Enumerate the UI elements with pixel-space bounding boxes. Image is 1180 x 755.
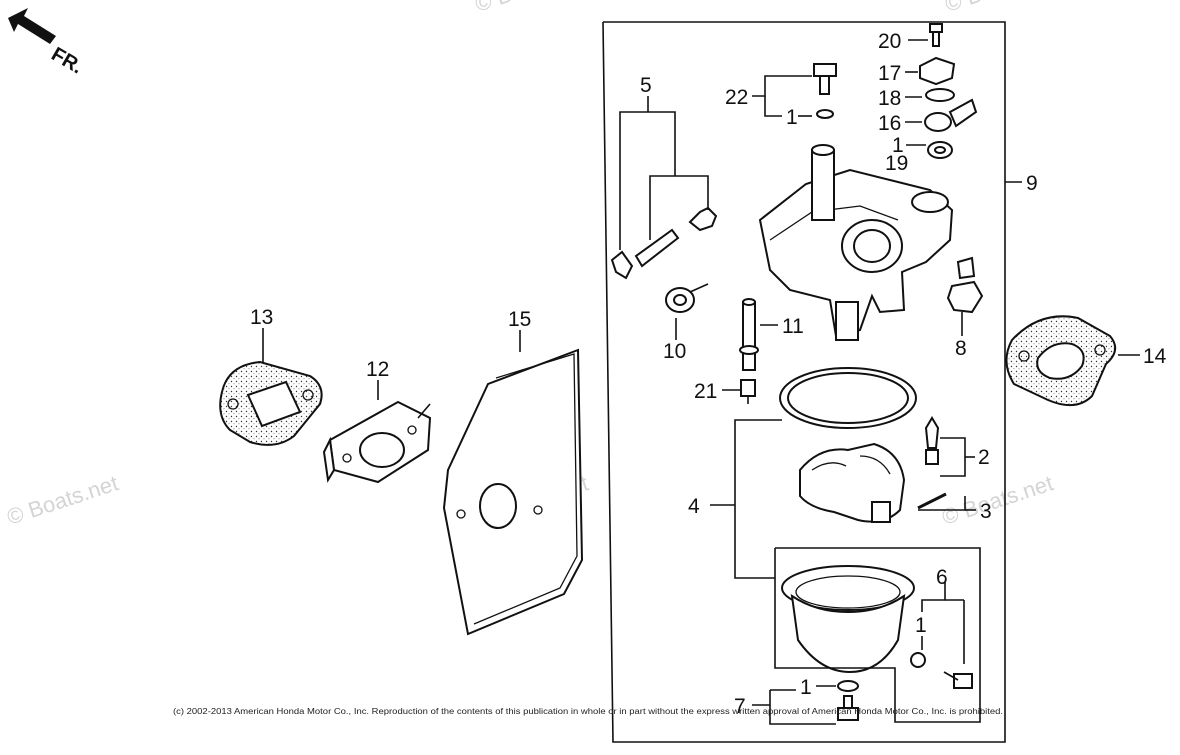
callout-20: 20 — [878, 30, 901, 53]
part-1-washer-top — [816, 109, 834, 119]
part-1-washer-side — [910, 652, 926, 668]
callout-labels: 5 22 1 20 17 18 16 1 19 9 13 15 11 8 14 … — [250, 30, 1167, 718]
callout-10: 10 — [663, 340, 686, 363]
part-7-drain-bolt — [837, 695, 859, 721]
callout-1-side: 1 — [915, 614, 927, 637]
leader-lines — [262, 39, 1140, 725]
callout-18: 18 — [878, 87, 901, 110]
callout-14: 14 — [1143, 345, 1167, 368]
callout-13: 13 — [250, 306, 273, 329]
part-13-gasket — [219, 360, 323, 446]
part-20-screw — [929, 23, 943, 47]
part-8-tab — [946, 256, 984, 322]
callout-21: 21 — [694, 380, 717, 403]
part-16-lever — [924, 98, 978, 132]
callout-19: 19 — [885, 152, 908, 175]
callout-1-top: 1 — [786, 106, 798, 129]
part-3-float-pin — [917, 492, 947, 510]
callout-7: 7 — [734, 695, 746, 718]
float — [799, 442, 906, 523]
callout-22: 22 — [725, 86, 748, 109]
callout-3: 3 — [980, 500, 992, 523]
callout-2: 2 — [978, 446, 990, 469]
callout-5: 5 — [640, 74, 652, 97]
callout-6: 6 — [936, 566, 948, 589]
part-15-plate — [442, 348, 584, 636]
callout-4: 4 — [688, 495, 700, 518]
callout-16: 16 — [878, 112, 901, 135]
front-direction-indicator: FR. — [8, 8, 86, 78]
float-chamber-gasket — [779, 367, 917, 429]
part-17-plate — [919, 56, 956, 86]
part-6-bolt — [943, 671, 973, 689]
callout-8: 8 — [955, 337, 967, 360]
front-arrow-icon — [8, 8, 56, 44]
front-label: FR. — [48, 43, 87, 78]
callout-15: 15 — [508, 308, 531, 331]
part-12-insulator — [322, 400, 432, 484]
carburetor-body — [758, 144, 954, 341]
part-10-screw — [665, 283, 709, 313]
callout-11: 11 — [782, 315, 804, 338]
part-18-seal — [925, 88, 955, 102]
copyright-notice: (c) 2002-2013 American Honda Motor Co., … — [173, 706, 1003, 716]
watermark-top-right: © Boats.net — [942, 0, 1059, 17]
part-5-pilot-screw — [610, 206, 718, 280]
callout-17: 17 — [878, 62, 901, 85]
watermark-right: © Boats.net — [939, 470, 1056, 529]
part-1-washer-bottom — [837, 680, 859, 692]
callout-1-bottom: 1 — [800, 676, 812, 699]
part-11-nozzle — [739, 298, 759, 371]
part-2-float-needle — [924, 416, 940, 465]
assembly-frame — [602, 21, 1006, 743]
part-14-gasket — [1005, 315, 1117, 407]
watermark-top: © Boats.net — [472, 0, 589, 17]
part-19-bearing — [927, 141, 953, 159]
callout-9: 9 — [1026, 172, 1038, 195]
callout-1-bearing: 1 — [892, 134, 904, 157]
float-bowl — [781, 565, 915, 674]
part-22-screw — [813, 63, 837, 95]
part-21-jet — [740, 379, 756, 404]
callout-12: 12 — [366, 358, 389, 381]
watermark-left: © Boats.net — [4, 470, 121, 529]
